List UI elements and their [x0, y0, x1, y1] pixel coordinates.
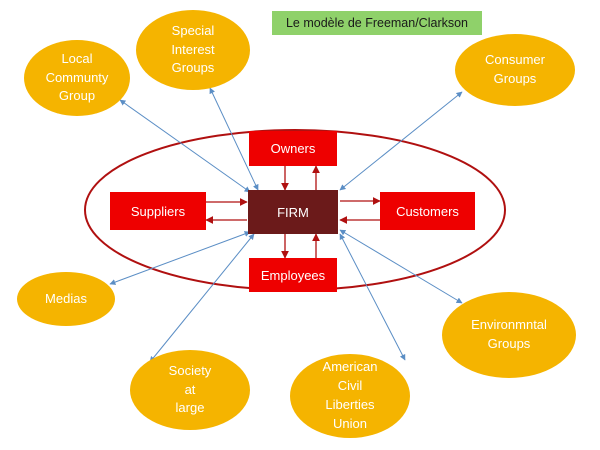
society-line-1: Society [168, 362, 212, 378]
aclu-line-4: Union [333, 415, 367, 431]
local-community-line-2: Communty [45, 69, 109, 85]
employees-box: Employees [249, 258, 337, 292]
special-interest-line-2: Interest [171, 41, 215, 57]
connector-special-interest [209, 87, 259, 191]
society-at-large-node: Society at large [130, 350, 250, 430]
customers-box: Customers [380, 192, 475, 230]
society-line-3: large [175, 400, 205, 416]
diagram-title: Le modèle de Freeman/Clarkson [272, 11, 482, 35]
owners-box: Owners [249, 131, 337, 166]
medias-node: Medias [17, 272, 115, 326]
special-interest-line-3: Groups [171, 60, 215, 76]
special-interest-groups-node: Special Interest Groups [136, 10, 250, 90]
connector-society [149, 233, 255, 363]
local-community-line-3: Group [58, 88, 96, 104]
environmental-groups-node: Environmntal Groups [442, 292, 576, 378]
local-community-group-node: Local Communty Group [24, 40, 130, 116]
environmental-line-1: Environmntal [471, 317, 547, 333]
aclu-line-1: American [322, 359, 378, 375]
connector-environmental [339, 229, 463, 304]
consumer-groups-node: Consumer Groups [455, 34, 575, 106]
suppliers-box: Suppliers [110, 192, 206, 230]
connector-local-community [119, 99, 251, 193]
aclu-line-2: Civil [337, 378, 363, 394]
connector-aclu [339, 233, 406, 361]
consumer-groups-line-1: Consumer [485, 52, 545, 68]
firm-box: FIRM [248, 190, 338, 234]
local-community-line-1: Local [61, 50, 93, 66]
society-line-2: at [184, 381, 196, 397]
connector-consumer-groups [339, 91, 463, 191]
medias-line-1: Medias [45, 290, 87, 306]
american-civil-liberties-union-node: American Civil Liberties Union [290, 354, 410, 438]
consumer-groups-line-2: Groups [493, 71, 537, 86]
special-interest-line-1: Special [171, 22, 215, 38]
environmental-line-2: Groups [487, 336, 531, 351]
aclu-line-3: Liberties [325, 397, 375, 412]
